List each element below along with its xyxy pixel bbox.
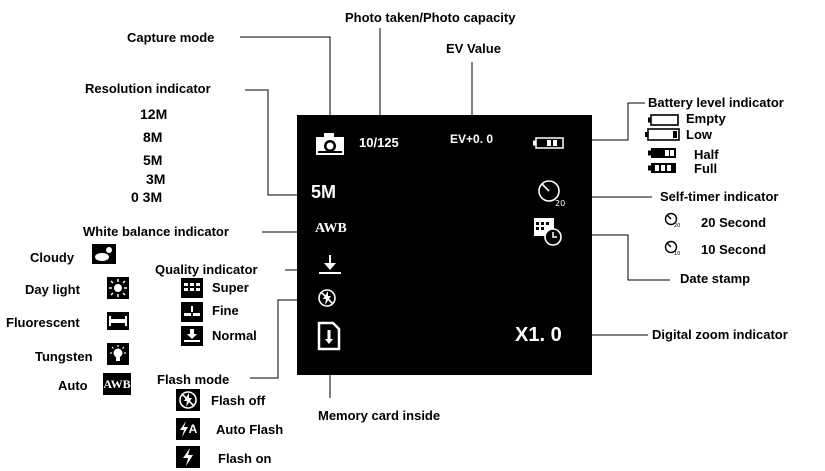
- resolution-option: 8M: [143, 129, 163, 145]
- self-timer-icon: 20: [537, 179, 569, 212]
- camera-lcd-screen: 10/125 EV+0. 0 5M 20 AWB X1. 0: [297, 115, 592, 375]
- flash-off-icon: [317, 288, 337, 313]
- resolution-option: 3M: [146, 171, 166, 187]
- camera-icon: [315, 132, 345, 161]
- digital-zoom-label: Digital zoom indicator: [652, 327, 788, 342]
- battery-full-icon: [648, 161, 678, 179]
- tungsten-bulb-icon: [107, 343, 129, 365]
- memory-card-label: Memory card inside: [318, 408, 441, 423]
- cloudy-icon: [92, 244, 116, 264]
- resolution-option: 5M: [143, 152, 163, 168]
- wb-option-fluorescent: Fluorescent: [6, 315, 80, 330]
- photo-count: 10/125: [359, 135, 399, 150]
- svg-text:20: 20: [674, 223, 680, 228]
- flash-option-auto: Auto Flash: [216, 422, 284, 437]
- timer-20-icon: 20: [664, 212, 680, 233]
- flash-on-icon: [176, 446, 200, 468]
- svg-text:10: 10: [674, 251, 680, 256]
- ev-value-label: EV Value: [446, 41, 501, 56]
- battery-level-half: Half: [694, 147, 719, 162]
- flash-mode-label: Flash mode: [157, 372, 230, 387]
- battery-level-low: Low: [686, 127, 712, 142]
- awb-icon: AWB: [103, 373, 131, 395]
- quality-normal-icon: [181, 326, 203, 346]
- date-stamp-label: Date stamp: [680, 271, 751, 286]
- photo-taken-label: Photo taken/Photo capacity: [345, 10, 516, 25]
- quality-option-fine: Fine: [212, 303, 239, 318]
- quality-fine-icon: [317, 252, 343, 283]
- battery-low-icon: [645, 128, 681, 146]
- timer-option-10: 10 Second: [701, 242, 767, 257]
- resolution-indicator-label: Resolution indicator: [85, 81, 211, 96]
- date-stamp-icon: [533, 217, 563, 252]
- ev-readout: EV+0. 0: [450, 132, 494, 146]
- auto-flash-icon: A: [176, 418, 200, 440]
- battery-half-icon: [648, 146, 678, 164]
- timer-option-20: 20 Second: [701, 215, 767, 230]
- timer-10-icon: 10: [664, 240, 680, 261]
- battery-level-empty: Empty: [686, 111, 726, 126]
- flash-off-icon: [176, 389, 200, 411]
- quality-fine-icon: [181, 302, 203, 322]
- resolution-option: 0 3M: [131, 189, 163, 205]
- wb-option-auto: Auto: [58, 378, 88, 393]
- flash-option-on: Flash on: [218, 451, 272, 466]
- wb-option-daylight: Day light: [25, 282, 80, 297]
- battery-full-icon: [533, 136, 565, 154]
- wb-option-cloudy: Cloudy: [30, 250, 75, 265]
- quality-option-normal: Normal: [212, 328, 257, 343]
- battery-empty-icon: [648, 113, 680, 131]
- flash-option-off: Flash off: [211, 393, 266, 408]
- quality-super-icon: [181, 278, 203, 298]
- sun-icon: [107, 277, 129, 299]
- self-timer-label: Self-timer indicator: [660, 189, 779, 204]
- battery-level-label: Battery level indicator: [648, 95, 784, 110]
- battery-level-full: Full: [694, 161, 718, 176]
- quality-option-super: Super: [212, 280, 249, 295]
- zoom-readout: X1. 0: [515, 324, 562, 346]
- memory-card-icon: [317, 321, 341, 356]
- wb-option-tungsten: Tungsten: [35, 349, 93, 364]
- resolution-readout: 5M: [311, 182, 337, 202]
- wb-readout: AWB: [315, 221, 347, 236]
- white-balance-label: White balance indicator: [83, 224, 229, 239]
- quality-indicator-label: Quality indicator: [155, 262, 258, 277]
- capture-mode-label: Capture mode: [127, 30, 215, 45]
- resolution-option: 12M: [140, 106, 168, 122]
- fluorescent-icon: [107, 312, 129, 330]
- svg-text:20: 20: [555, 199, 565, 207]
